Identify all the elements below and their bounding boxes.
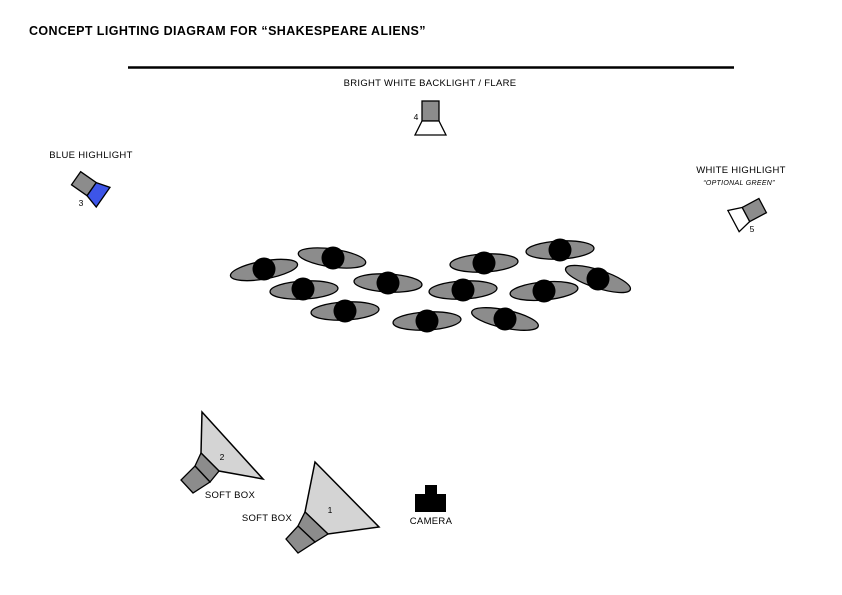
alien-head	[333, 299, 357, 323]
alien	[428, 278, 498, 302]
white-highlight-label: WHITE HIGHLIGHT	[696, 165, 785, 176]
alien-head	[493, 307, 517, 331]
alien	[269, 277, 339, 301]
soft-box-1-label: SOFT BOX	[242, 513, 293, 524]
backlight-label: BRIGHT WHITE BACKLIGHT / FLARE	[344, 78, 517, 89]
soft-box-1-group: 1 SOFT BOX	[242, 460, 381, 554]
soft-box-2-group: 2 SOFT BOX	[180, 410, 266, 501]
camera-label: CAMERA	[410, 516, 453, 527]
aliens-group	[229, 238, 632, 333]
camera-group: CAMERA	[410, 485, 453, 527]
page-title: CONCEPT LIGHTING DIAGRAM FOR “SHAKESPEAR…	[29, 24, 426, 38]
alien	[229, 257, 299, 282]
alien-head	[252, 257, 276, 281]
white-highlight-lamp-group: WHITE HIGHLIGHT “OPTIONAL GREEN” 5	[696, 165, 785, 234]
soft-box-2-label: SOFT BOX	[205, 490, 256, 501]
white-highlight-note: “OPTIONAL GREEN”	[703, 180, 775, 187]
alien	[310, 299, 380, 323]
white-highlight-barn-door	[726, 206, 751, 233]
white-highlight-number: 5	[750, 224, 755, 234]
blue-highlight-gel	[86, 181, 112, 209]
backlight-lamp-barn-door	[413, 120, 448, 136]
alien	[353, 271, 423, 295]
blue-highlight-lamp-group: BLUE HIGHLIGHT 3	[49, 150, 132, 209]
alien-head	[472, 251, 496, 275]
alien-head	[291, 277, 315, 301]
alien	[564, 264, 632, 294]
blue-highlight-number: 3	[79, 198, 84, 208]
alien-head	[586, 267, 610, 291]
soft-box-1-lamp-head	[285, 525, 317, 554]
alien-head	[548, 238, 572, 262]
backlight-lamp-group: BRIGHT WHITE BACKLIGHT / FLARE 4	[344, 78, 517, 136]
alien	[525, 238, 595, 262]
alien	[509, 279, 579, 303]
soft-box-1-number: 1	[328, 505, 333, 515]
soft-box-2-number: 2	[220, 452, 225, 462]
alien	[297, 246, 367, 270]
alien-head	[415, 309, 439, 333]
blue-highlight-label: BLUE HIGHLIGHT	[49, 150, 132, 161]
alien-head	[376, 271, 400, 295]
alien-head	[321, 246, 345, 270]
backlight-number: 4	[414, 112, 419, 122]
alien	[449, 251, 519, 275]
alien	[471, 307, 539, 331]
alien-head	[532, 279, 556, 303]
backlight-lamp-body	[421, 100, 440, 122]
alien-head	[451, 278, 475, 302]
soft-box-2-lamp-head	[180, 465, 212, 494]
alien	[392, 309, 462, 333]
camera-icon	[415, 485, 446, 512]
